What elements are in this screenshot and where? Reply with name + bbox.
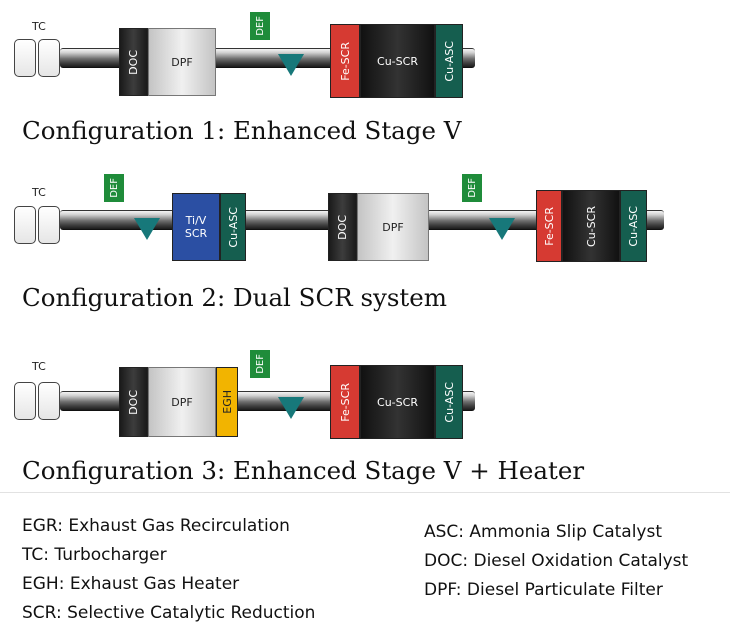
dpf-label: DPF [171,55,193,69]
def-injector-icon [278,54,304,76]
dpf-label: DPF [382,220,404,234]
def-label: DEF [254,16,266,36]
dpf-block: DPF [148,367,216,437]
doc-block: DOC [119,28,148,96]
configuration-2: TC DEF Ti/V SCR Cu-ASC DOC DPF DEF Fe-SC… [0,160,730,320]
tc-label: TC [32,360,46,373]
def-injector-icon [278,397,304,419]
def-label: DEF [254,354,266,374]
fe-scr-block: Fe-SCR [330,24,360,98]
def-tag: DEF [462,174,482,202]
cu-scr-label: Cu-SCR [377,395,418,409]
def-tag: DEF [250,12,270,40]
legend-item-egr: EGR: Exhaust Gas Recirculation [22,516,290,536]
legend-item-dpf: DPF: Diesel Particulate Filter [424,580,663,600]
fe-scr-label: Fe-SCR [542,206,556,246]
legend-item-doc: DOC: Diesel Oxidation Catalyst [424,551,689,571]
turbocharger-icon [14,206,36,244]
configuration-3-title: Configuration 3: Enhanced Stage V + Heat… [22,456,585,485]
legend-item-tc: TC: Turbocharger [22,545,167,565]
cu-asc-label: Cu-ASC [442,40,456,82]
ti-v-scr-label: Ti/V SCR [184,214,208,240]
cu-asc-block: Cu-ASC [220,193,246,261]
cu-scr-block: Cu-SCR [360,365,435,439]
cu-asc-block: Cu-ASC [435,24,463,98]
cu-asc-block: Cu-ASC [435,365,463,439]
egh-label: EGH [220,390,234,414]
doc-label: DOC [127,49,140,75]
cu-scr-block: Cu-SCR [360,24,435,98]
tc-label: TC [32,20,46,33]
def-label: DEF [466,178,478,198]
turbocharger-icon [14,382,36,420]
turbocharger-icon [14,39,36,77]
configuration-1: TC DOC DPF DEF Fe-SCR Cu-SCR Cu-ASC Conf… [0,0,730,160]
legend-divider [0,492,730,493]
tc-label: TC [32,186,46,199]
configuration-1-title: Configuration 1: Enhanced Stage V [22,116,462,145]
turbocharger-icon [38,39,60,77]
dpf-label: DPF [171,395,193,409]
def-label: DEF [108,178,120,198]
legend-item-scr: SCR: Selective Catalytic Reduction [22,603,316,623]
configuration-3: TC DOC DPF EGH DEF Fe-SCR Cu-SCR Cu-ASC … [0,340,730,490]
legend-item-asc: ASC: Ammonia Slip Catalyst [424,522,662,542]
fe-scr-block: Fe-SCR [536,190,562,262]
doc-label: DOC [336,214,349,240]
def-tag: DEF [250,350,270,378]
turbocharger-icon [38,382,60,420]
dpf-block: DPF [148,28,216,96]
cu-asc-label: Cu-ASC [627,205,640,247]
def-tag: DEF [104,174,124,202]
ti-v-scr-block: Ti/V SCR [172,193,220,261]
dpf-block: DPF [357,193,429,261]
doc-block: DOC [119,367,148,437]
def-injector-icon [134,218,160,240]
fe-scr-block: Fe-SCR [330,365,360,439]
legend-item-egh: EGH: Exhaust Gas Heater [22,574,240,594]
cu-scr-block: Cu-SCR [562,190,620,262]
cu-asc-label: Cu-ASC [226,206,240,248]
configuration-2-title: Configuration 2: Dual SCR system [22,283,448,312]
cu-asc-block: Cu-ASC [620,190,647,262]
cu-scr-label: Cu-SCR [584,205,598,247]
cu-asc-label: Cu-ASC [442,381,456,423]
legend-right: ASC: Ammonia Slip Catalyst DOC: Diesel O… [424,518,688,605]
legend-left: EGR: Exhaust Gas Recirculation TC: Turbo… [22,512,315,628]
doc-label: DOC [127,389,140,415]
egh-block: EGH [216,367,238,437]
def-injector-icon [489,218,515,240]
fe-scr-label: Fe-SCR [338,41,352,81]
doc-block: DOC [328,193,357,261]
fe-scr-label: Fe-SCR [338,382,352,422]
turbocharger-icon [38,206,60,244]
cu-scr-label: Cu-SCR [377,54,418,68]
